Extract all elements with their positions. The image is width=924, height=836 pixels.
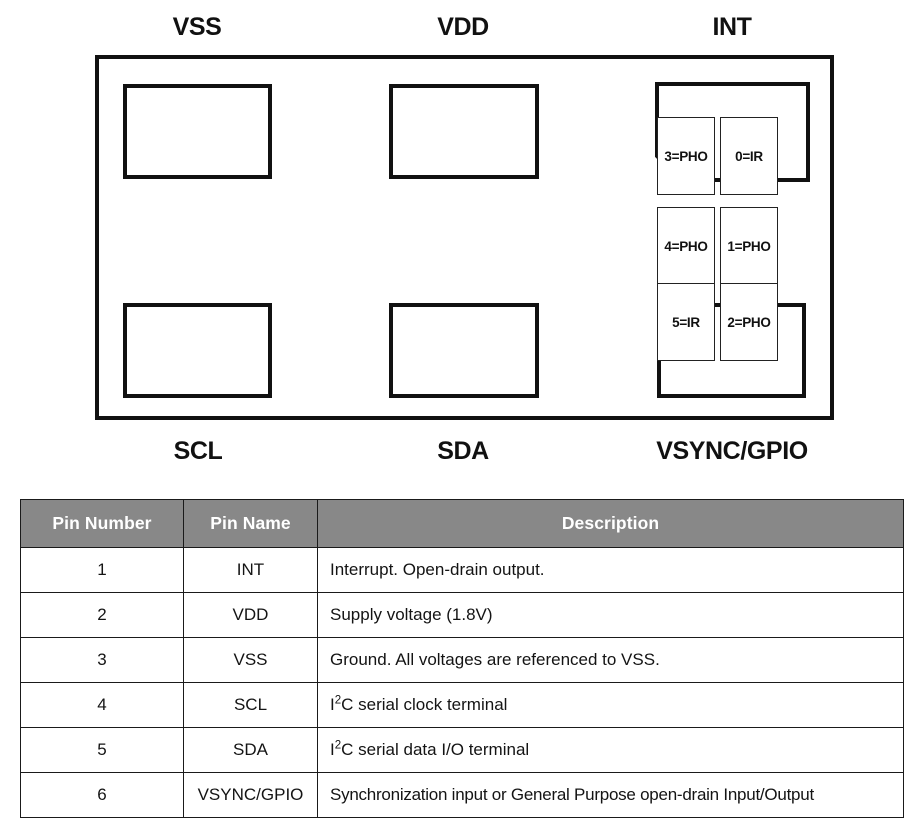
- cell-pin-number: 1: [20, 547, 184, 593]
- cell-pin-name: VSS: [183, 637, 318, 683]
- pad-label-vss: VSS: [172, 13, 222, 41]
- table-row: 1 INT Interrupt. Open-drain output.: [20, 547, 904, 593]
- cell-description: Ground. All voltages are referenced to V…: [317, 637, 904, 683]
- header-description: Description: [317, 499, 904, 548]
- cell-pin-name: VSYNC/GPIO: [183, 772, 318, 818]
- cell-pin-name: VDD: [183, 592, 318, 638]
- desc-post: C serial clock terminal: [341, 695, 508, 714]
- scl-pad: [123, 303, 272, 398]
- vss-pad: [123, 84, 272, 179]
- table-row: 4 SCL I2C serial clock terminal: [20, 682, 904, 728]
- table-row: 6 VSYNC/GPIO Synchronization input or Ge…: [20, 772, 904, 818]
- pad-label-int: INT: [712, 13, 752, 41]
- desc-pre: I: [330, 740, 335, 759]
- sensor-cell-2: 2=PHO: [720, 283, 778, 361]
- cell-description: Synchronization input or General Purpose…: [317, 772, 904, 818]
- desc-sup: 2: [334, 694, 342, 707]
- cell-description: I2C serial data I/O terminal: [317, 727, 904, 773]
- sensor-element-grid: 3=PHO 0=IR 4=PHO 1=PHO 5=IR 2=PHO: [657, 117, 778, 361]
- sensor-cell-0: 0=IR: [720, 117, 778, 195]
- pinout-diagram: VSS VDD INT 3=PHO 0=IR 4=PHO 1=PHO 5=IR …: [95, 13, 834, 465]
- sensor-cell-1: 1=PHO: [720, 207, 778, 285]
- desc-post: Supply voltage (1.8V): [330, 605, 493, 624]
- pin-description-table: Pin Number Pin Name Description 1 INT In…: [20, 499, 904, 818]
- cell-pin-number: 6: [20, 772, 184, 818]
- pad-label-vdd: VDD: [437, 13, 489, 41]
- table-row: 2 VDD Supply voltage (1.8V): [20, 592, 904, 638]
- cell-description: I2C serial clock terminal: [317, 682, 904, 728]
- header-pin-number: Pin Number: [20, 499, 184, 548]
- desc-pre: I: [330, 695, 335, 714]
- pad-label-vsync-gpio: VSYNC/GPIO: [656, 437, 808, 465]
- table-row: 5 SDA I2C serial data I/O terminal: [20, 727, 904, 773]
- desc-post: C serial data I/O terminal: [341, 740, 530, 759]
- cell-pin-number: 2: [20, 592, 184, 638]
- cell-pin-number: 4: [20, 682, 184, 728]
- sensor-cell-5: 5=IR: [657, 283, 715, 361]
- sensor-cell-3: 3=PHO: [657, 117, 715, 195]
- cell-pin-number: 5: [20, 727, 184, 773]
- table-row: 3 VSS Ground. All voltages are reference…: [20, 637, 904, 683]
- header-pin-name: Pin Name: [183, 499, 318, 548]
- cell-pin-name: INT: [183, 547, 318, 593]
- table-header-row: Pin Number Pin Name Description: [20, 499, 904, 548]
- desc-sup: 2: [334, 739, 342, 752]
- vdd-pad: [389, 84, 539, 179]
- cell-description: Supply voltage (1.8V): [317, 592, 904, 638]
- pad-label-sda: SDA: [437, 437, 489, 465]
- cell-pin-number: 3: [20, 637, 184, 683]
- cell-pin-name: SCL: [183, 682, 318, 728]
- sensor-cell-4: 4=PHO: [657, 207, 715, 285]
- desc-post: Interrupt. Open-drain output.: [330, 560, 545, 579]
- cell-description: Interrupt. Open-drain output.: [317, 547, 904, 593]
- cell-pin-name: SDA: [183, 727, 318, 773]
- desc-post: Synchronization input or General Purpose…: [330, 785, 814, 804]
- pad-label-scl: SCL: [173, 437, 223, 465]
- desc-post: Ground. All voltages are referenced to V…: [330, 650, 660, 669]
- sda-pad: [389, 303, 539, 398]
